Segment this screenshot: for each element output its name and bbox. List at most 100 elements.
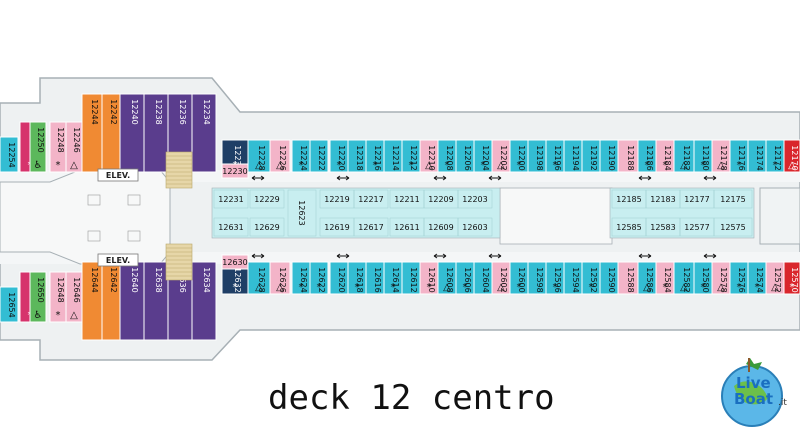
cabin-12596[interactable]: 12596* (545, 261, 565, 295)
cabin-12602[interactable]: 12602△ (491, 261, 511, 295)
cabin-12638[interactable]: 12638 (143, 261, 169, 341)
inside-cabin-12231[interactable]: 12231 (213, 189, 249, 209)
inside-block-aft (609, 187, 755, 239)
cabin-12222[interactable]: 12222 (309, 139, 329, 173)
aft-service-area (759, 187, 800, 245)
cabin-12200[interactable]: 12200* (509, 139, 529, 173)
cabin-12170[interactable]: 12170△ (783, 139, 800, 173)
cabin-12634[interactable]: 12634 (191, 261, 217, 341)
cabin-12204[interactable]: 12204* (473, 139, 493, 173)
cabin-12238[interactable]: 12238 (143, 93, 169, 173)
cabin-12648[interactable]: 12648* (49, 271, 67, 323)
cabin-12224[interactable]: 12224* (291, 139, 311, 173)
cabin-12244[interactable]: 12244 (81, 93, 103, 173)
cabin-12212[interactable]: 12212* (401, 139, 421, 173)
cabin-12642[interactable]: 12642 (101, 261, 121, 341)
cabin-12618[interactable]: 12618* (347, 261, 367, 295)
cabin-12620[interactable]: 12620 (329, 261, 349, 295)
cabin-12218[interactable]: 12218 (347, 139, 367, 173)
cabin-12630[interactable]: 12630 (221, 254, 249, 270)
cabin-12654[interactable]: 12654 (0, 286, 19, 323)
cabin-12588[interactable]: 12588 (617, 261, 639, 295)
cabin-12640[interactable]: 12640 (119, 261, 145, 341)
cabin-12646[interactable]: 12646△ (65, 271, 83, 323)
cabin-number: 12611 (394, 223, 419, 232)
cabin-12220[interactable]: 12220* (329, 139, 349, 173)
cabin-12194[interactable]: 12194 (563, 139, 583, 173)
cabin-12590[interactable]: 12590 (599, 261, 619, 295)
cabin-12210[interactable]: 12210△ (419, 139, 439, 173)
inside-cabin-12217[interactable]: 12217 (353, 189, 389, 209)
cabin-12196[interactable]: 12196* (545, 139, 565, 173)
cabin-12574[interactable]: 12574* (747, 261, 767, 295)
cabin-12250[interactable]: 12250♿ (29, 121, 47, 173)
inside-cabin-12575[interactable]: 12575 (713, 217, 753, 237)
cabin-12216[interactable]: 12216* (365, 139, 385, 173)
cabin-12616[interactable]: 12616 (365, 261, 385, 295)
cabin-12228[interactable]: 12228△ (247, 139, 271, 173)
cabin-12610[interactable]: 12610* (419, 261, 439, 295)
inside-cabin-12229[interactable]: 12229 (249, 189, 285, 209)
cabin-12570[interactable]: 12570* (783, 261, 800, 295)
cabin-12208[interactable]: 12208* (437, 139, 457, 173)
inside-cabin-12623[interactable]: 12623 (287, 189, 317, 237)
cabin-12628[interactable]: 12628△ (247, 261, 271, 295)
cabin-12176[interactable]: 12176* (729, 139, 749, 173)
cabin-12180[interactable]: 12180* (693, 139, 713, 173)
cabin-12214[interactable]: 12214 (383, 139, 403, 173)
cabin-12206[interactable]: 12206 (455, 139, 475, 173)
cabin-12622[interactable]: 12622* (309, 261, 329, 295)
cabin-12604[interactable]: 12604 (473, 261, 493, 295)
cabin-12580[interactable]: 12580* (693, 261, 713, 295)
cabin-12650[interactable]: 12650♿ (29, 271, 47, 323)
cabin-12190[interactable]: 12190 (599, 139, 619, 173)
cabin-12600[interactable]: 12600* (509, 261, 529, 295)
cabin-12612[interactable]: 12612 (401, 261, 421, 295)
inside-cabin-12175[interactable]: 12175 (713, 189, 753, 209)
cabin-12254[interactable]: 12254 (0, 136, 19, 173)
cabin-12202[interactable]: 12202△ (491, 139, 511, 173)
connecting-door-icon (433, 253, 447, 259)
inside-cabin-12603[interactable]: 12603 (457, 217, 493, 237)
cabin-number: 12240 (130, 99, 139, 124)
inside-cabin-12617[interactable]: 12617 (353, 217, 389, 237)
inside-cabin-12631[interactable]: 12631 (213, 217, 249, 237)
cabin-12186[interactable]: 12186* (637, 139, 657, 173)
inside-cabin-12203[interactable]: 12203 (457, 189, 493, 209)
cabin-12226[interactable]: 12226△ (269, 139, 291, 173)
cabin-12592[interactable]: 12592* (581, 261, 601, 295)
cabin-12584[interactable]: 12584* (655, 261, 675, 295)
cabin-12248[interactable]: 12248* (49, 121, 67, 173)
cabin-12172[interactable]: 12172* (765, 139, 785, 173)
cabin-12242[interactable]: 12242 (101, 93, 121, 173)
triangle-icon: △ (276, 160, 284, 171)
cabin-12234[interactable]: 12234 (191, 93, 217, 173)
cabin-12608[interactable]: 12608△ (437, 261, 457, 295)
cabin-number: 12596 (553, 267, 562, 292)
cabin-12578[interactable]: 12578△ (711, 261, 731, 295)
cabin-12246[interactable]: 12246△ (65, 121, 83, 173)
cabin-12240[interactable]: 12240 (119, 93, 145, 173)
cabin-number: 12242 (109, 99, 118, 124)
cabin-12230[interactable]: 12230 (221, 163, 249, 179)
cabin-12572[interactable]: 12572△ (765, 261, 785, 295)
cabin-12582[interactable]: 12582△ (673, 261, 695, 295)
cabin-12606[interactable]: 12606* (455, 261, 475, 295)
cabin-12182[interactable]: 12182△ (673, 139, 695, 173)
cabin-12174[interactable]: 12174 (747, 139, 767, 173)
cabin-12598[interactable]: 12598 (527, 261, 547, 295)
cabin-12586[interactable]: 12586△ (637, 261, 657, 295)
cabin-12192[interactable]: 12192 (581, 139, 601, 173)
cabin-12576[interactable]: 12576* (729, 261, 749, 295)
cabin-12624[interactable]: 12624* (291, 261, 311, 295)
cabin-12594[interactable]: 12594 (563, 261, 583, 295)
inside-cabin-12629[interactable]: 12629 (249, 217, 285, 237)
cabin-12614[interactable]: 12614* (383, 261, 403, 295)
cabin-12644[interactable]: 12644 (81, 261, 103, 341)
cabin-12626[interactable]: 12626△ (269, 261, 291, 295)
cabin-number: 12196 (553, 145, 562, 170)
cabin-12184[interactable]: 12184* (655, 139, 675, 173)
cabin-12188[interactable]: 12188 (617, 139, 639, 173)
cabin-12178[interactable]: 12178△ (711, 139, 731, 173)
cabin-12198[interactable]: 12198 (527, 139, 547, 173)
